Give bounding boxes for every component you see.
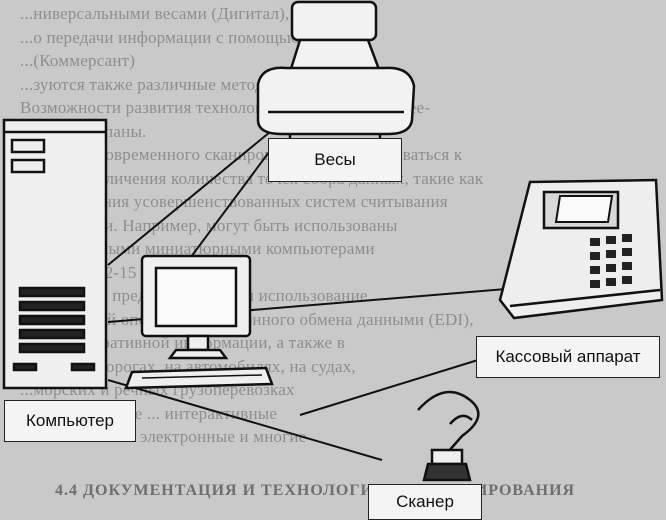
- background-text-line: ...зуются также различные методики: [20, 74, 291, 94]
- link-monitor-scales: [184, 139, 279, 266]
- computer-keyboard: [124, 366, 274, 390]
- computer-label: Компьютер: [4, 400, 136, 442]
- background-text-line: ...о передачи информации с помощью датчи…: [20, 27, 352, 47]
- scales-label: Весы: [268, 138, 402, 182]
- computer-tower: [2, 118, 108, 390]
- cash-register-label: Кассовый аппарат: [476, 336, 660, 378]
- background-text-line: информации. Например, могут быть использ…: [20, 215, 398, 235]
- background-text-line: ...(Коммерсант): [20, 51, 136, 70]
- scanner-device: [417, 390, 480, 482]
- link-computer-scales: [107, 131, 271, 266]
- scales-device: [256, 0, 416, 146]
- background-text-line: ...ниверсальными весами (Дигитал), вы-: [20, 4, 320, 23]
- background-text-line: использования усовершенствованных систем…: [20, 192, 448, 211]
- scanner-label: Сканер: [368, 484, 482, 520]
- cash-register-device: [498, 178, 664, 320]
- computer-monitor: [140, 254, 252, 360]
- link-computer-scanner: [107, 379, 383, 461]
- link-cashregister-label: [299, 359, 479, 416]
